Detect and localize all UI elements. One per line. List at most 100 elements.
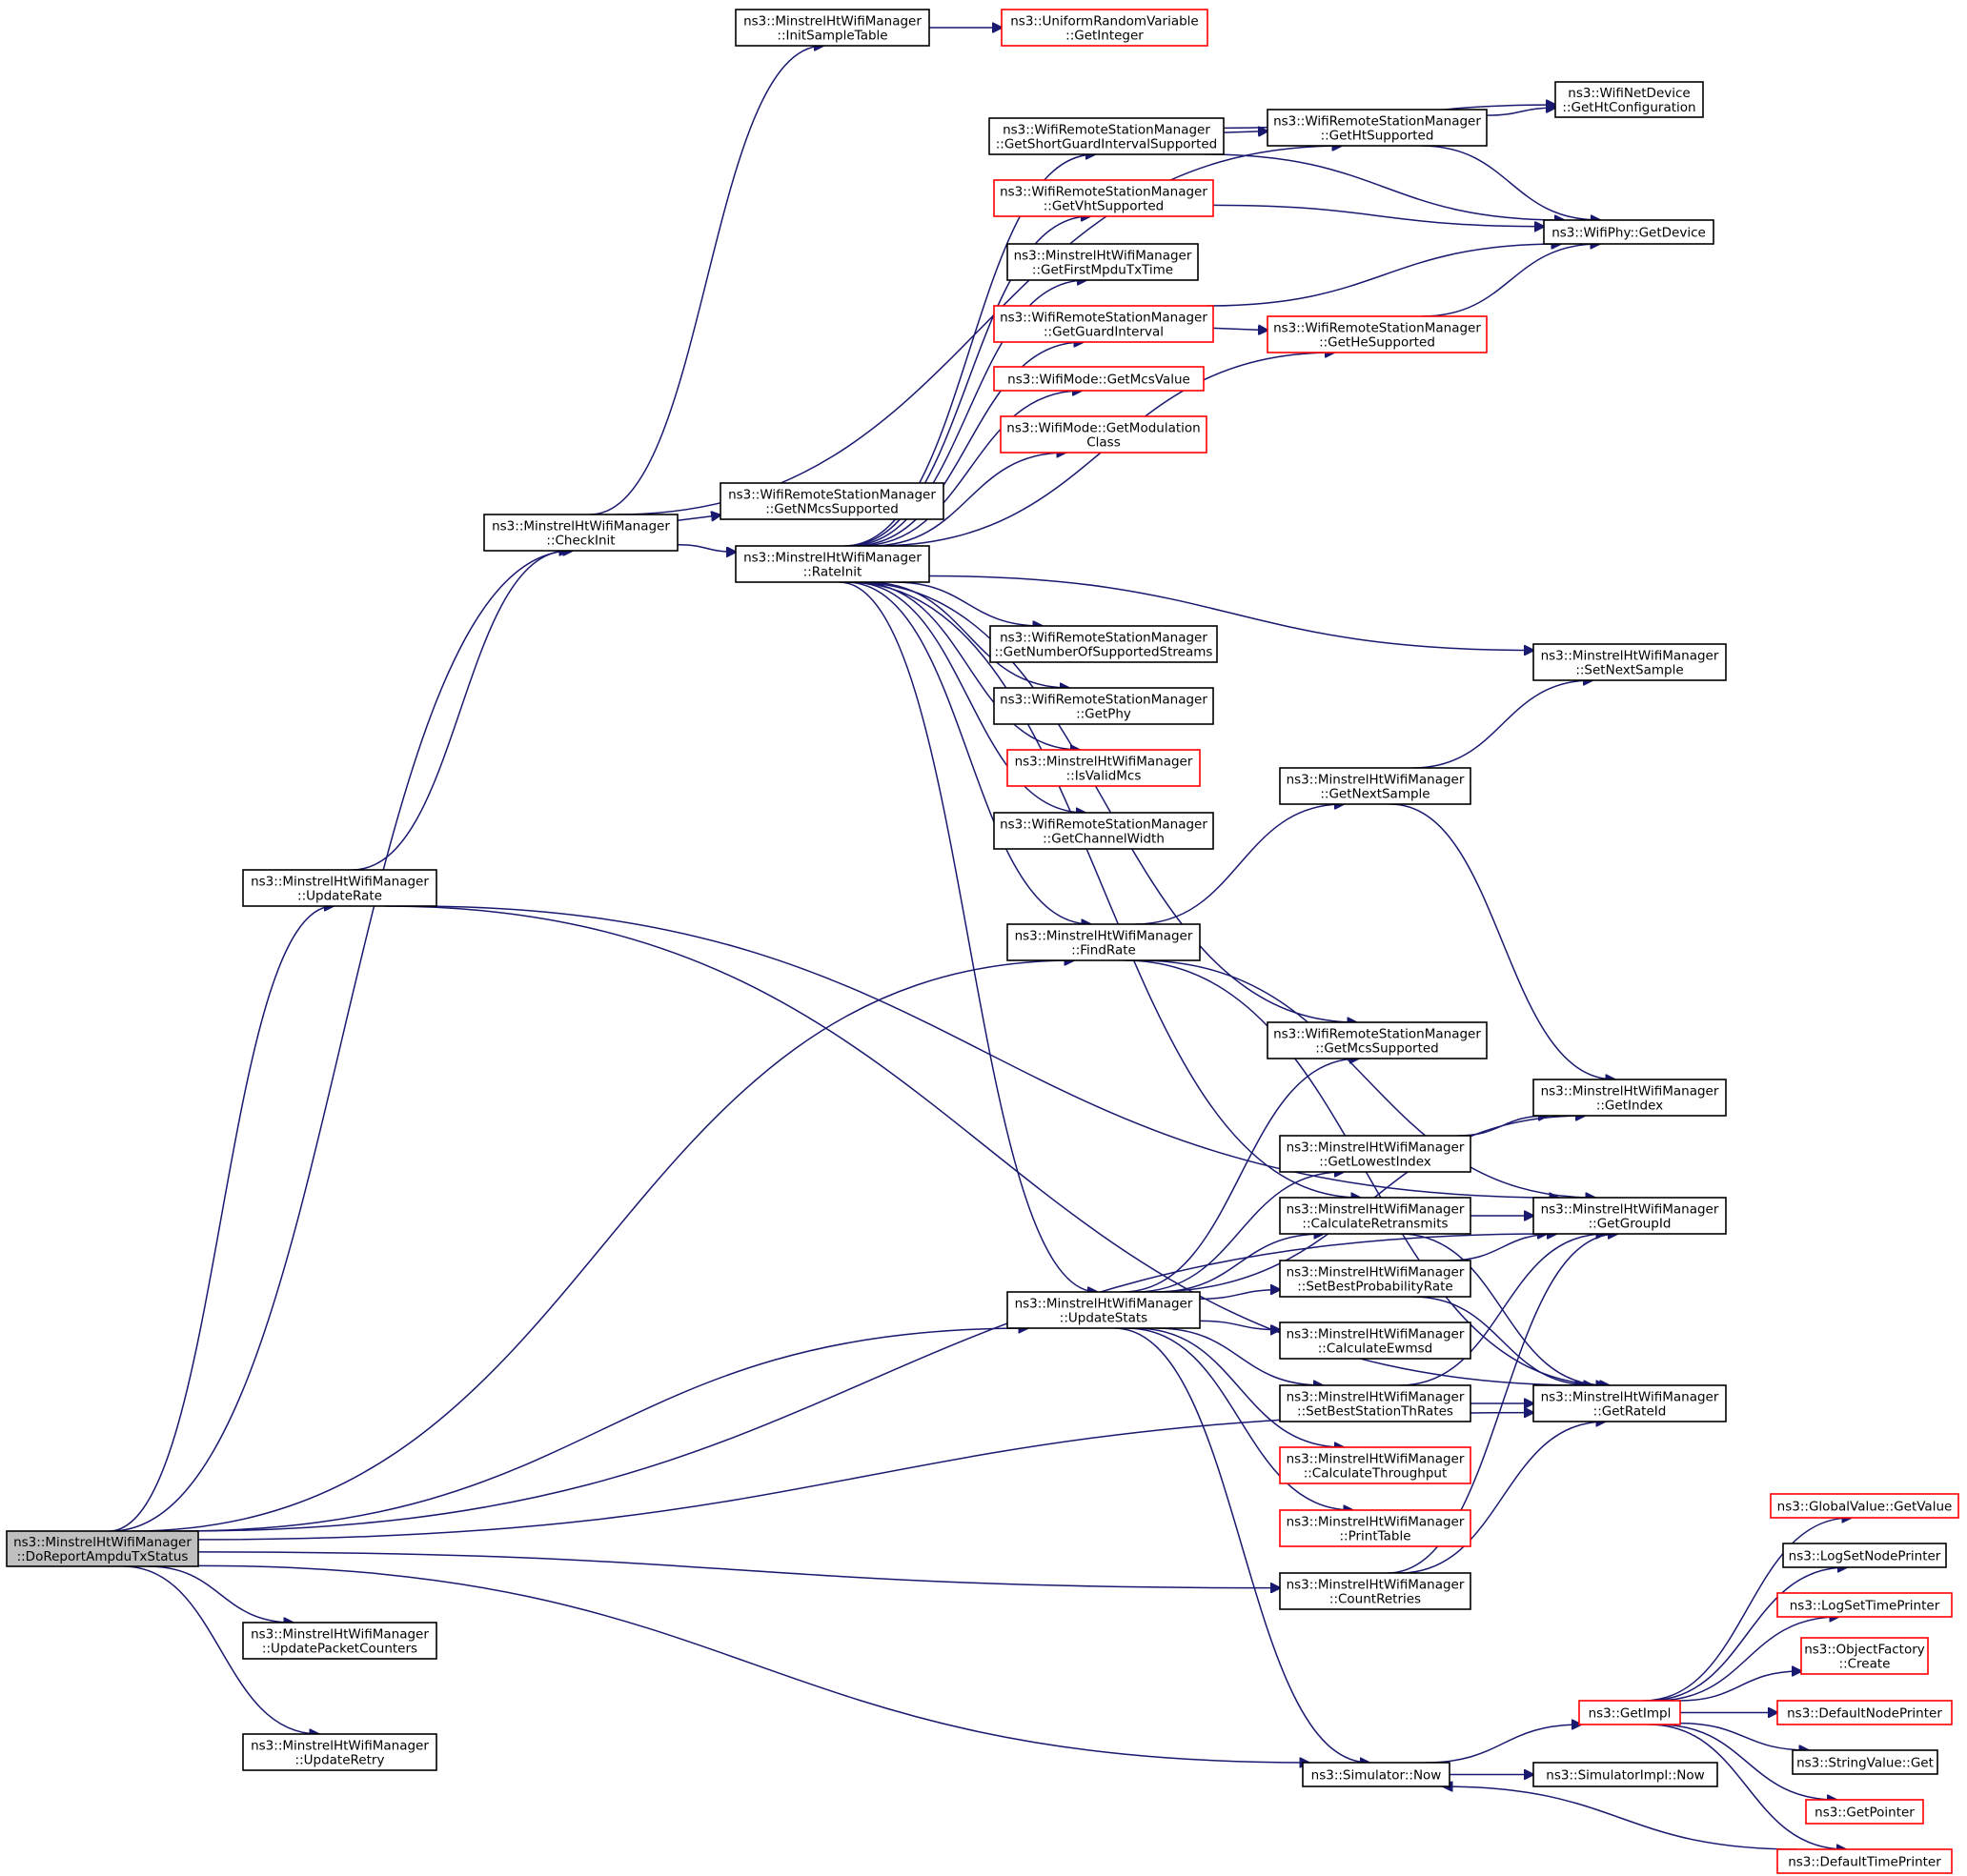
node-rateinit[interactable]: ns3::MinstrelHtWifiManager::RateInit <box>735 545 930 583</box>
node-countretries[interactable]: ns3::MinstrelHtWifiManager::CountRetries <box>1279 1572 1471 1610</box>
node-getimpl[interactable]: ns3::GetImpl <box>1578 1700 1681 1725</box>
node-inittable[interactable]: ns3::MinstrelHtWifiManager::InitSampleTa… <box>735 9 930 47</box>
node-label: ns3::WifiNetDevice <box>1568 86 1690 101</box>
edge-rateinit-to-calcretrans <box>847 581 1360 1198</box>
node-label: ns3::WifiMode::GetModulation <box>1006 421 1200 436</box>
node-box <box>483 514 679 552</box>
node-getfirstmpdu[interactable]: ns3::MinstrelHtWifiManager::GetFirstMpdu… <box>1006 243 1199 281</box>
node-setbestprob[interactable]: ns3::MinstrelHtWifiManager::SetBestProba… <box>1279 1260 1471 1298</box>
node-logsettime[interactable]: ns3::LogSetTimePrinter <box>1776 1592 1953 1618</box>
node-getnextsample[interactable]: ns3::MinstrelHtWifiManager::GetNextSampl… <box>1279 767 1471 805</box>
node-getpointer[interactable]: ns3::GetPointer <box>1805 1799 1924 1825</box>
node-getinteger[interactable]: ns3::UniformRandomVariable::GetInteger <box>1001 9 1208 47</box>
node-label: ns3::UniformRandomVariable <box>1010 14 1199 30</box>
node-setnextsample[interactable]: ns3::MinstrelHtWifiManager::SetNextSampl… <box>1532 643 1727 681</box>
node-label: ns3::MinstrelHtWifiManager <box>743 551 922 566</box>
node-label: ::GetHeSupported <box>1319 335 1435 351</box>
node-label: ::GetVhtSupported <box>1044 199 1164 214</box>
node-getdevice[interactable]: ns3::WifiPhy::GetDevice <box>1543 219 1714 245</box>
node-label: ns3::WifiRemoteStationManager <box>1000 311 1207 326</box>
node-findrate[interactable]: ns3::MinstrelHtWifiManager::FindRate <box>1006 923 1201 961</box>
edge-updatestats-to-calcthr <box>1135 1327 1344 1447</box>
node-box <box>1279 1260 1471 1298</box>
node-calcewmsd[interactable]: ns3::MinstrelHtWifiManager::CalculateEwm… <box>1279 1321 1471 1360</box>
node-label: ns3::GetImpl <box>1589 1706 1672 1722</box>
node-getlowest[interactable]: ns3::MinstrelHtWifiManager::GetLowestInd… <box>1279 1135 1471 1173</box>
node-label: ns3::LogSetTimePrinter <box>1790 1599 1940 1614</box>
node-getnss[interactable]: ns3::WifiRemoteStationManager::GetNumber… <box>989 625 1218 663</box>
node-isvalidmcs[interactable]: ns3::MinstrelHtWifiManager::IsValidMcs <box>1006 749 1201 787</box>
node-objfactory[interactable]: ns3::ObjectFactory::Create <box>1800 1637 1929 1675</box>
node-logsetnode[interactable]: ns3::LogSetNodePrinter <box>1782 1543 1947 1568</box>
edge-updatestats-to-calcretrans <box>1155 1234 1324 1293</box>
node-label: ns3::LogSetNodePrinter <box>1789 1549 1941 1564</box>
node-label: ::GetNMcsSupported <box>765 502 899 517</box>
node-label: ::SetNextSample <box>1575 663 1683 678</box>
node-getrateid[interactable]: ns3::MinstrelHtWifiManager::GetRateId <box>1532 1384 1727 1422</box>
node-label: ns3::MinstrelHtWifiManager <box>1287 1265 1465 1281</box>
node-label: ::GetNextSample <box>1320 787 1430 802</box>
node-root[interactable]: ns3::MinstrelHtWifiManager::DoReportAmpd… <box>6 1530 199 1567</box>
node-getmcsvalue[interactable]: ns3::WifiMode::GetMcsValue <box>993 366 1205 392</box>
node-getht[interactable]: ns3::WifiRemoteStationManager::GetHtSupp… <box>1267 109 1488 147</box>
call-nodes: ns3::MinstrelHtWifiManager::DoReportAmpd… <box>6 9 1959 1874</box>
node-box <box>993 179 1214 217</box>
node-box <box>1006 749 1201 787</box>
node-simimplnow[interactable]: ns3::SimulatorImpl::Now <box>1532 1762 1718 1787</box>
node-label: ::DoReportAmpduTxStatus <box>17 1549 189 1564</box>
node-calcthr[interactable]: ns3::MinstrelHtWifiManager::CalculateThr… <box>1279 1446 1471 1484</box>
node-getsgi[interactable]: ns3::WifiRemoteStationManager::GetShortG… <box>988 117 1225 155</box>
node-box <box>1279 1135 1471 1173</box>
node-updaterate[interactable]: ns3::MinstrelHtWifiManager::UpdateRate <box>242 869 437 907</box>
node-label: ::GetChannelWidth <box>1043 832 1165 847</box>
node-label: ::Create <box>1839 1657 1891 1672</box>
node-label: ns3::StringValue::Get <box>1796 1756 1934 1771</box>
node-printtable[interactable]: ns3::MinstrelHtWifiManager::PrintTable <box>1279 1509 1471 1547</box>
node-calcretrans[interactable]: ns3::MinstrelHtWifiManager::CalculateRet… <box>1279 1197 1471 1235</box>
node-checkinit[interactable]: ns3::MinstrelHtWifiManager::CheckInit <box>483 514 679 552</box>
node-gethe[interactable]: ns3::WifiRemoteStationManager::GetHeSupp… <box>1267 315 1488 353</box>
edge-getimpl-to-logsetnode <box>1647 1567 1847 1702</box>
node-label: ns3::DefaultTimePrinter <box>1788 1855 1941 1870</box>
node-box <box>1543 219 1714 245</box>
node-box <box>1792 1749 1938 1775</box>
edge-getimpl-to-strvalget <box>1679 1722 1809 1750</box>
edge-root-to-getrateid <box>197 1413 1533 1541</box>
node-deftimeprinter[interactable]: ns3::DefaultTimePrinter <box>1776 1848 1953 1874</box>
node-updateretry[interactable]: ns3::MinstrelHtWifiManager::UpdateRetry <box>242 1733 437 1771</box>
edge-updatestats-to-printtable <box>1125 1327 1353 1510</box>
node-updatepkt[interactable]: ns3::MinstrelHtWifiManager::UpdatePacket… <box>242 1622 437 1660</box>
edge-updatestats-to-setbestprob <box>1199 1290 1280 1301</box>
node-getmcssup[interactable]: ns3::WifiRemoteStationManager::GetMcsSup… <box>1267 1021 1488 1059</box>
node-getphy[interactable]: ns3::WifiRemoteStationManager::GetPhy <box>993 687 1214 725</box>
node-box <box>993 305 1214 343</box>
node-gethtconf[interactable]: ns3::WifiNetDevice::GetHtConfiguration <box>1554 81 1704 118</box>
node-strvalget[interactable]: ns3::StringValue::Get <box>1792 1749 1938 1775</box>
node-getvht[interactable]: ns3::WifiRemoteStationManager::GetVhtSup… <box>993 179 1214 217</box>
node-box <box>1001 9 1208 47</box>
node-getnmcs[interactable]: ns3::WifiRemoteStationManager::GetNMcsSu… <box>720 482 944 520</box>
node-box <box>1279 1384 1471 1422</box>
edge-updatestats-to-getmcssup <box>1122 1059 1358 1293</box>
edge-root-to-countretries <box>197 1551 1280 1588</box>
node-simnow[interactable]: ns3::Simulator::Now <box>1302 1762 1450 1787</box>
node-label: ::GetRateId <box>1593 1404 1667 1420</box>
node-getgroupid[interactable]: ns3::MinstrelHtWifiManager::GetGroupId <box>1532 1197 1727 1235</box>
node-getcw[interactable]: ns3::WifiRemoteStationManager::GetChanne… <box>993 812 1214 850</box>
node-getgi[interactable]: ns3::WifiRemoteStationManager::GetGuardI… <box>993 305 1214 343</box>
node-updatestats[interactable]: ns3::MinstrelHtWifiManager::UpdateStats <box>1006 1291 1201 1329</box>
node-getindex[interactable]: ns3::MinstrelHtWifiManager::GetIndex <box>1532 1079 1727 1117</box>
node-label: ::GetInteger <box>1065 29 1144 44</box>
node-setbestth[interactable]: ns3::MinstrelHtWifiManager::SetBestStati… <box>1279 1384 1471 1422</box>
node-defnodeprinter[interactable]: ns3::DefaultNodePrinter <box>1776 1700 1953 1725</box>
node-label: ns3::MinstrelHtWifiManager <box>1541 1390 1719 1405</box>
node-box <box>993 366 1205 392</box>
edge-root-to-updatepkt <box>148 1565 293 1623</box>
edge-setbestprob-to-getrateid <box>1411 1296 1593 1385</box>
node-box <box>1776 1700 1953 1725</box>
node-label: ns3::MinstrelHtWifiManager <box>251 875 429 890</box>
edge-root-to-findrate <box>132 960 1074 1532</box>
node-gvgetvalue[interactable]: ns3::GlobalValue::GetValue <box>1770 1493 1959 1519</box>
